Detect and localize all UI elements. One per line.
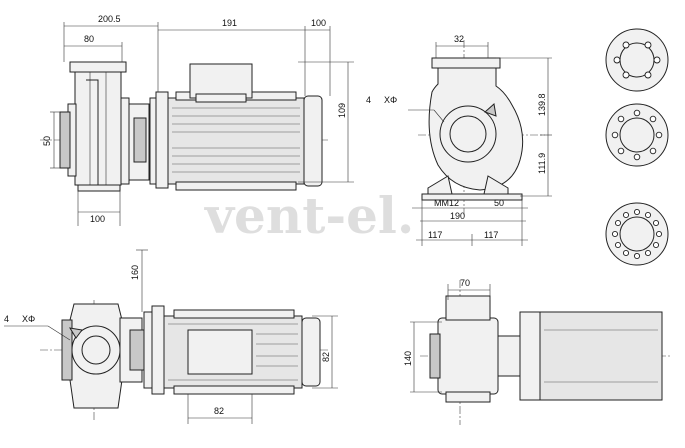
dim-32: 32 bbox=[454, 34, 464, 44]
dim-4: 4 bbox=[366, 95, 371, 105]
dim-117-left: 117 bbox=[428, 230, 442, 240]
top-view: 160 4 XΦ 82 82 bbox=[4, 249, 338, 424]
side-view: 200.5 80 191 100 109 50 100 bbox=[40, 14, 354, 226]
flange-8-hole bbox=[605, 103, 669, 167]
motor-fins bbox=[172, 107, 300, 173]
dim-200-5: 200.5 bbox=[98, 14, 121, 24]
dim-111-9: 111.9 bbox=[537, 153, 547, 174]
flange-4-hole bbox=[605, 28, 669, 92]
dim-50-left: 50 bbox=[42, 136, 52, 146]
flange-12-hole bbox=[605, 202, 669, 266]
dim-x-phi-bottom: XΦ bbox=[22, 314, 35, 324]
dim-70: 70 bbox=[460, 278, 470, 288]
dim-82-vertical: 82 bbox=[321, 352, 331, 362]
dim-50-mid: 50 bbox=[494, 198, 504, 208]
front-view: 32 139.8 111.9 4 XΦ MM12 50 190 117 117 bbox=[366, 34, 552, 246]
dim-4-bottom: 4 bbox=[4, 314, 9, 324]
watermark: vent-el. bbox=[204, 186, 414, 245]
dim-117-right: 117 bbox=[484, 230, 498, 240]
dim-x-phi: XΦ bbox=[384, 95, 397, 105]
rear-view: 70 140 bbox=[403, 278, 672, 425]
dim-100-top: 100 bbox=[311, 18, 326, 28]
dim-140: 140 bbox=[403, 351, 413, 366]
dim-191: 191 bbox=[222, 18, 237, 28]
dim-160: 160 bbox=[130, 265, 140, 280]
dim-80: 80 bbox=[84, 34, 94, 44]
dim-139-8: 139.8 bbox=[537, 93, 547, 116]
dim-190: 190 bbox=[450, 211, 465, 221]
dim-109: 109 bbox=[337, 103, 347, 118]
dim-100-bottom: 100 bbox=[90, 214, 105, 224]
top-motor-fins bbox=[168, 323, 298, 381]
dim-mm12: MM12 bbox=[434, 198, 459, 208]
dim-82-horizontal: 82 bbox=[214, 406, 224, 416]
